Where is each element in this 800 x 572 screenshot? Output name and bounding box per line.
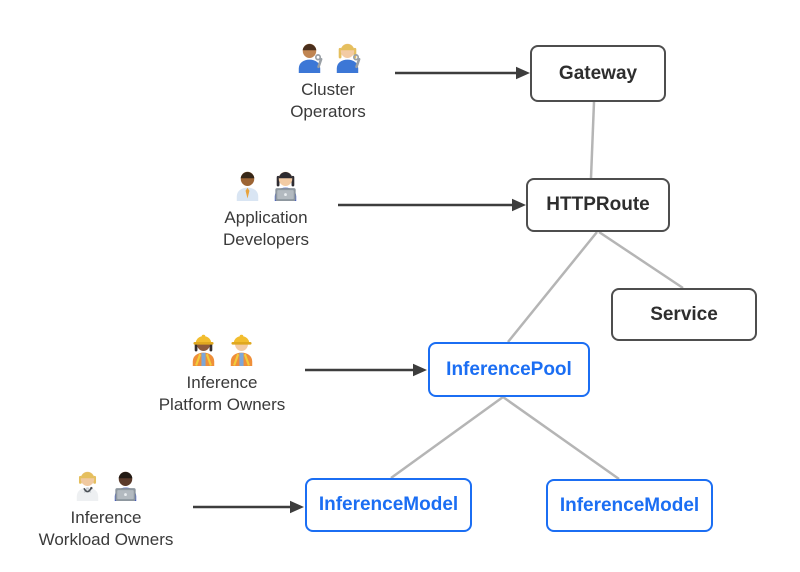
man-mechanic-icon — [298, 43, 322, 73]
actor-application-developers: Application Developers — [186, 166, 346, 252]
woman-mechanic-icon — [336, 43, 360, 73]
arrow-inference-workload-owners-inferencemodel — [193, 500, 304, 514]
arrow-cluster-operators-gateway — [395, 66, 530, 80]
edge-httproute-service — [598, 230, 684, 290]
inference-workload-owners-icons — [71, 466, 142, 501]
health-worker-icon — [76, 471, 98, 501]
node-gateway: Gateway — [530, 45, 666, 102]
actor-label-line: Workload Owners — [38, 530, 174, 550]
man-construction-worker-icon — [230, 334, 252, 366]
arrow-application-developers-httproute — [338, 198, 526, 212]
node-inferencemodel-2: InferenceModel — [546, 479, 713, 532]
edge-inferencepool-inferencemodel-1 — [390, 395, 504, 480]
actor-label-line: Inference — [186, 373, 258, 392]
arrow-inference-platform-owners-inferencepool — [305, 363, 427, 377]
man-office-worker-icon — [236, 171, 258, 201]
node-httproute: HTTPRoute — [526, 178, 670, 232]
cluster-operators-icons — [293, 38, 364, 73]
application-developers-icons — [231, 166, 302, 201]
actor-label-line: Developers — [223, 230, 309, 250]
node-service: Service — [611, 288, 757, 341]
inference-platform-owners-icons — [187, 331, 258, 366]
woman-construction-worker-icon — [192, 334, 214, 366]
edge-gateway-httproute — [589, 101, 596, 179]
actor-label-line: Platform Owners — [158, 395, 286, 415]
edge-inferencepool-inferencemodel-2 — [502, 395, 620, 481]
actor-label-line: Application — [224, 208, 308, 227]
actor-inference-workload-owners: Inference Workload Owners — [26, 466, 186, 552]
actor-label-line: Inference — [70, 508, 142, 527]
actor-cluster-operators: Cluster Operators — [248, 38, 408, 124]
actor-label-line: Cluster — [301, 80, 355, 99]
actor-label-line: Operators — [290, 102, 366, 122]
man-technologist-icon — [114, 471, 136, 501]
edge-httproute-inferencepool — [507, 231, 598, 343]
node-inferencepool: InferencePool — [428, 342, 590, 397]
woman-technologist-icon — [274, 171, 296, 201]
actor-inference-platform-owners: Inference Platform Owners — [142, 331, 302, 417]
node-inferencemodel-1: InferenceModel — [305, 478, 472, 532]
